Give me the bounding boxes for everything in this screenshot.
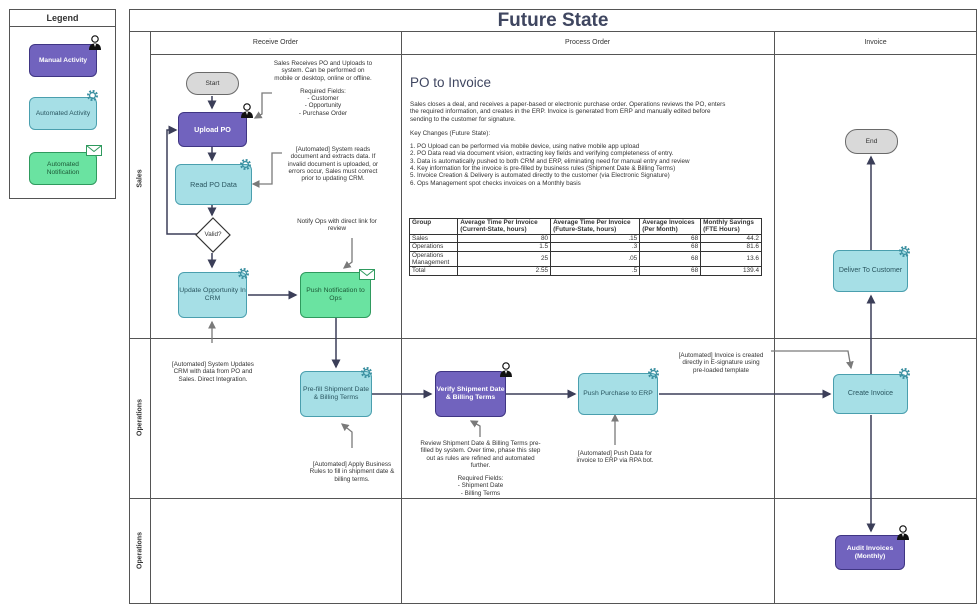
upload-po-step[interactable]: Upload PO	[178, 112, 247, 147]
diagram-title: Future State	[129, 9, 977, 32]
gear-icon	[360, 366, 373, 379]
table-row: Operations 1.5 .3 68 81.6	[408, 242, 762, 252]
notify-ops-note: Notify Ops with direct link for review	[297, 218, 377, 233]
valid-decision-label: Valid?	[204, 231, 222, 238]
gear-icon	[86, 89, 99, 102]
column-process-order: Process Order	[564, 39, 611, 46]
business-rules-note: [Automated] Apply Business Rules to fill…	[309, 461, 395, 483]
verify-shipment-step[interactable]: Verify Shipment Date & Billing Terms	[435, 371, 506, 417]
read-po-note: [Automated] System reads document and ex…	[287, 146, 379, 183]
lane-divider	[129, 498, 977, 499]
arrow-invalid-back-to-upload	[166, 125, 197, 235]
person-icon	[897, 525, 909, 540]
deliver-to-customer-step[interactable]: Deliver To Customer	[833, 250, 908, 292]
note-arrow-notify	[342, 238, 353, 269]
table-header: Average Time Per Invoice (Future-State, …	[550, 218, 641, 235]
prefill-shipment-step[interactable]: Pre-fill Shipment Date & Billing Terms	[300, 371, 372, 417]
update-crm-note: [Automated] System Updates CRM with data…	[172, 361, 254, 383]
diagram-frame	[129, 9, 977, 604]
note-arrow-upload	[253, 92, 272, 119]
legend-title: Legend	[10, 10, 115, 27]
person-icon	[241, 103, 253, 118]
legend-panel: Legend Manual Activity Automated Activit…	[9, 9, 116, 199]
table-header: Group	[408, 218, 459, 235]
person-icon	[89, 35, 101, 50]
summary-heading: PO to Invoice	[410, 75, 492, 90]
gear-icon	[898, 245, 911, 258]
table-header-row: Group Average Time Per Invoice (Current-…	[408, 218, 762, 235]
gear-icon	[647, 367, 660, 380]
legend-automated-notification: Automated Notification	[29, 152, 97, 185]
note-arrow-review	[469, 420, 481, 437]
summary-description: Sales closes a deal, and receives a pape…	[410, 101, 768, 187]
start-node[interactable]: Start	[186, 72, 239, 95]
end-node[interactable]: End	[845, 129, 898, 154]
column-invoice: Invoice	[864, 39, 887, 46]
review-shipment-note: Review Shipment Date & Billing Terms pre…	[420, 440, 541, 497]
legend-manual-activity: Manual Activity	[29, 44, 97, 77]
column-header-row	[150, 32, 977, 55]
gear-icon	[898, 367, 911, 380]
table-header: Average Time Per Invoice (Current-State,…	[457, 218, 552, 235]
push-erp-note: [Automated] Push Data for invoice to ERP…	[576, 450, 654, 465]
key-change-item: 5. Invoice Creation & Delivery is automa…	[410, 172, 670, 180]
note-arrow-invoice	[771, 350, 854, 370]
key-change-item: 3. Data is automatically pushed to both …	[410, 157, 690, 165]
read-po-data-step[interactable]: Read PO Data	[175, 164, 252, 205]
column-divider	[774, 32, 775, 604]
note-arrow-read	[251, 152, 282, 188]
column-divider	[401, 32, 402, 604]
create-invoice-note: [Automated] Invoice is created directly …	[678, 352, 764, 374]
note-arrow-rules	[340, 423, 353, 448]
table-row: Operations Management 25 .05 68 13.6	[408, 250, 762, 268]
gear-icon	[239, 158, 252, 171]
update-opportunity-step[interactable]: Update Opportunity In CRM	[178, 272, 247, 318]
key-change-item: 2. PO Data read via document vision, ext…	[410, 150, 674, 158]
table-header: Average Invoices (Per Month)	[639, 218, 702, 235]
lane-divider	[129, 338, 977, 339]
key-change-item: 6. Ops Management spot checks invoices o…	[410, 179, 581, 187]
mail-icon	[86, 145, 102, 156]
legend-automated-activity: Automated Activity	[29, 97, 97, 130]
table-row: Sales 80 .15 68 44.2	[408, 233, 762, 244]
column-receive-order: Receive Order	[252, 39, 299, 46]
key-change-item: 4. Key information for the invoice is pr…	[410, 165, 676, 173]
upload-po-note: Sales Receives PO and Uploads to system.…	[273, 60, 373, 117]
gear-icon	[237, 267, 250, 280]
create-invoice-step[interactable]: Create Invoice	[833, 374, 908, 414]
valid-decision[interactable]	[195, 217, 231, 253]
push-purchase-erp-step[interactable]: Push Purchase to ERP	[578, 373, 658, 415]
person-icon	[500, 362, 512, 377]
lane-label-divider	[150, 32, 151, 604]
audit-invoices-step[interactable]: Audit Invoices (Monthly)	[835, 535, 905, 570]
table-row: Total 2.55 .5 68 139.4	[408, 266, 762, 276]
key-change-item: 1. PO Upload can be performed via mobile…	[410, 143, 640, 151]
table-header: Monthly Savings (FTE Hours)	[700, 218, 762, 235]
savings-table: Group Average Time Per Invoice (Current-…	[408, 218, 762, 276]
mail-icon	[359, 269, 375, 280]
